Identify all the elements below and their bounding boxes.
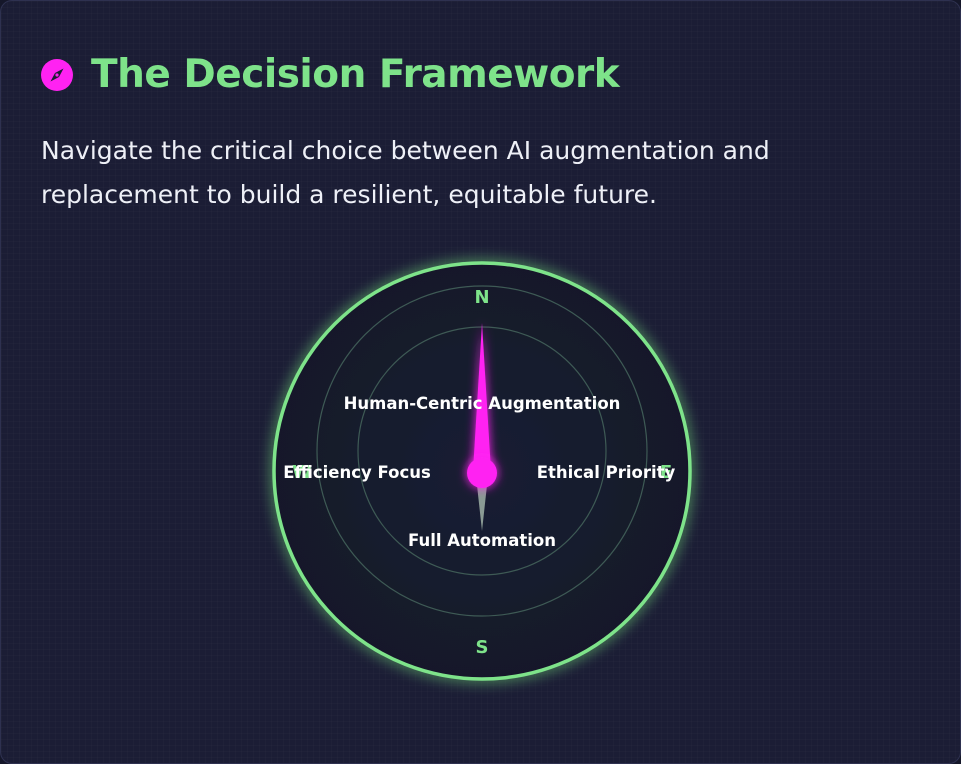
compass-south-letter: S — [476, 637, 489, 658]
compass-north-letter: N — [474, 287, 489, 308]
compass-icon — [41, 59, 73, 91]
compass-needle — [473, 323, 491, 471]
label-north: Human-Centric Augmentation — [344, 394, 621, 413]
label-east: Ethical Priority — [537, 463, 676, 482]
compass-needle-hub — [467, 458, 497, 488]
page-title: The Decision Framework — [91, 52, 620, 97]
header: The Decision Framework — [41, 49, 620, 101]
compass-needle-tail — [476, 476, 488, 531]
compass-east-letter: E — [660, 462, 672, 483]
compass-west-letter: W — [292, 462, 312, 483]
compass-middle-ring — [316, 285, 648, 617]
page-subtitle: Navigate the critical choice between AI … — [41, 136, 770, 209]
label-west: Efficiency Focus — [283, 463, 431, 482]
label-south: Full Automation — [408, 531, 556, 550]
